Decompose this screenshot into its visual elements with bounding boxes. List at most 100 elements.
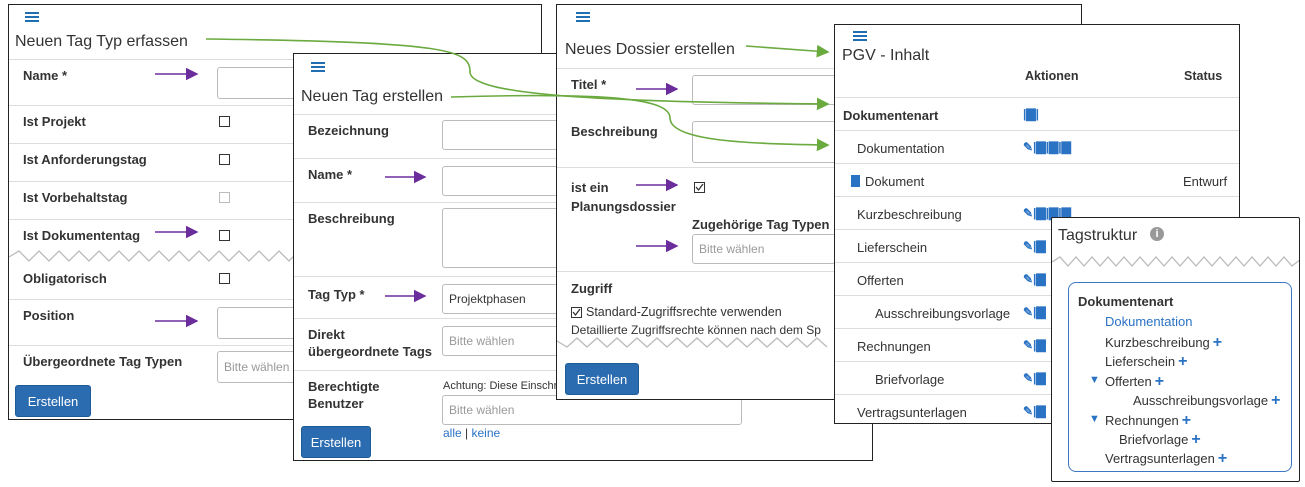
beschreibung-label: Beschreibung bbox=[308, 211, 395, 226]
planung-label: ist ein bbox=[571, 180, 609, 195]
table-row: Dokumentation ✎|▇|▇|▇ bbox=[835, 130, 1239, 164]
berechtigte-label: Berechtigte bbox=[308, 379, 380, 394]
create-button[interactable]: Erstellen bbox=[15, 385, 91, 417]
document-icon bbox=[851, 175, 860, 187]
create-button[interactable]: Erstellen bbox=[301, 426, 371, 458]
torn-edge bbox=[9, 250, 300, 262]
ist-anforderungstag-checkbox[interactable] bbox=[219, 154, 230, 165]
panel-title: Neuen Tag erstellen bbox=[301, 88, 444, 105]
ist-vorbehaltstag-label: Ist Vorbehaltstag bbox=[23, 190, 128, 205]
torn-edge bbox=[1052, 256, 1299, 267]
table-row: Lieferschein ✎|▇ bbox=[835, 229, 1239, 263]
row-label[interactable]: Vertragsunterlagen bbox=[857, 405, 967, 420]
direkt-label-2: übergeordnete Tags bbox=[308, 344, 433, 359]
row-actions[interactable]: ✎|▇ bbox=[1023, 305, 1046, 319]
col-status: Status bbox=[1184, 69, 1223, 83]
col-aktionen: Aktionen bbox=[1025, 69, 1079, 83]
ist-vorbehaltstag-checkbox[interactable] bbox=[219, 192, 230, 203]
table-row: Dokumentenart |▇| bbox=[835, 97, 1239, 131]
panel-title: PGV - Inhalt bbox=[842, 47, 930, 64]
torn-edge bbox=[557, 337, 828, 348]
add-icon[interactable]: + bbox=[1217, 450, 1228, 467]
tree-item[interactable]: Kurzbeschreibung+ bbox=[1105, 334, 1223, 351]
tree-item[interactable]: Ausschreibungsvorlage+ bbox=[1133, 392, 1281, 409]
obligatorisch-checkbox[interactable] bbox=[219, 273, 230, 284]
row-actions[interactable]: ✎|▇ bbox=[1023, 404, 1046, 418]
beschreibung-label: Beschreibung bbox=[571, 124, 658, 139]
standard-text: Standard-Zugriffsrechte verwenden bbox=[586, 305, 782, 319]
list-icon[interactable] bbox=[853, 31, 867, 43]
add-icon[interactable]: + bbox=[1181, 412, 1192, 429]
name-label: Name * bbox=[308, 167, 353, 182]
position-label: Position bbox=[23, 308, 75, 323]
tree-item[interactable]: Lieferschein+ bbox=[1105, 353, 1188, 370]
row-actions[interactable]: ✎|▇ bbox=[1023, 338, 1046, 352]
row-actions[interactable]: ✎|▇ bbox=[1023, 239, 1046, 253]
table-row: Kurzbeschreibung ✎|▇|▇|▇ bbox=[835, 196, 1239, 230]
tree-box bbox=[1068, 282, 1292, 472]
row-label[interactable]: Dokumentation bbox=[857, 141, 945, 156]
row-label[interactable]: Ausschreibungsvorlage bbox=[875, 306, 1011, 321]
add-icon[interactable]: + bbox=[1271, 392, 1281, 409]
ist-dokumententag-label: Ist Dokumententag bbox=[23, 228, 141, 243]
direkt-label: Direkt bbox=[308, 327, 345, 342]
list-icon[interactable] bbox=[25, 12, 39, 24]
row-label[interactable]: Rechnungen bbox=[857, 339, 931, 354]
row-label[interactable]: Dokumentenart bbox=[843, 108, 939, 123]
uebergeordnete-label: Übergeordnete Tag Typen bbox=[23, 354, 183, 369]
tree-item[interactable]: Offerten+ bbox=[1105, 373, 1165, 390]
warning-text: Achtung: Diese Einschrä bbox=[443, 380, 564, 392]
tree-item[interactable]: Dokumentation bbox=[1105, 314, 1193, 329]
row-actions[interactable]: ✎|▇|▇|▇ bbox=[1023, 140, 1071, 154]
table-row: Vertragsunterlagen ✎|▇ bbox=[835, 394, 1239, 423]
table-row: Briefvorlage ✎|▇ bbox=[835, 361, 1239, 395]
row-actions[interactable]: ✎|▇|▇|▇ bbox=[1023, 206, 1071, 220]
row-status: Entwurf bbox=[1183, 174, 1228, 189]
ist-dokumententag-checkbox[interactable] bbox=[219, 230, 230, 241]
add-icon[interactable]: + bbox=[1191, 431, 1201, 448]
list-icon[interactable] bbox=[576, 12, 590, 24]
panel-title: Tagstruktur bbox=[1058, 227, 1138, 244]
list-icon[interactable] bbox=[311, 62, 325, 74]
chevron-down-icon[interactable]: ▼ bbox=[1089, 413, 1100, 425]
chevron-down-icon[interactable]: ▼ bbox=[1089, 374, 1100, 386]
detail-text: Detaillierte Zugriffsrechte können nach … bbox=[571, 323, 821, 337]
row-label[interactable]: Lieferschein bbox=[857, 240, 928, 255]
add-icon[interactable]: + bbox=[1212, 334, 1223, 351]
standard-checkbox[interactable] bbox=[571, 307, 582, 318]
planung-label-2: Planungsdossier bbox=[571, 199, 676, 214]
link-keine[interactable]: keine bbox=[471, 426, 501, 440]
add-icon[interactable]: + bbox=[1154, 373, 1165, 390]
zugehoerige-label: Zugehörige Tag Typen bbox=[692, 217, 830, 232]
row-label[interactable]: Dokument bbox=[851, 174, 924, 189]
obligatorisch-label: Obligatorisch bbox=[23, 271, 107, 286]
berechtigte-select[interactable]: Bitte wählen bbox=[442, 395, 742, 425]
info-icon[interactable]: i bbox=[1150, 227, 1164, 241]
tree-item[interactable]: Vertragsunterlagen+ bbox=[1105, 450, 1228, 467]
tree-item[interactable]: Briefvorlage+ bbox=[1119, 431, 1201, 448]
row-label[interactable]: Briefvorlage bbox=[875, 372, 945, 387]
planung-checkbox[interactable] bbox=[694, 182, 705, 193]
row-label[interactable]: Offerten bbox=[857, 273, 904, 288]
row-label[interactable]: Kurzbeschreibung bbox=[857, 207, 962, 222]
tree-item[interactable]: Rechnungen+ bbox=[1105, 412, 1192, 429]
ist-anforderungstag-label: Ist Anforderungstag bbox=[23, 152, 147, 167]
table-row: Rechnungen ✎|▇ bbox=[835, 328, 1239, 362]
add-icon[interactable]: + bbox=[1178, 353, 1188, 370]
name-label: Name * bbox=[23, 68, 68, 83]
ist-projekt-checkbox[interactable] bbox=[219, 116, 230, 127]
create-button[interactable]: Erstellen bbox=[565, 363, 639, 395]
row-actions[interactable]: ✎|▇ bbox=[1023, 371, 1046, 385]
row-actions[interactable]: ✎|▇ bbox=[1023, 272, 1046, 286]
tree-item[interactable]: Dokumentenart bbox=[1078, 294, 1174, 309]
berechtigte-label-2: Benutzer bbox=[308, 396, 364, 411]
table-row: Offerten ✎|▇ bbox=[835, 262, 1239, 296]
table-row: Ausschreibungsvorlage ✎|▇ bbox=[835, 295, 1239, 329]
table-row: Dokument Entwurf bbox=[835, 163, 1239, 197]
link-alle[interactable]: alle bbox=[443, 426, 462, 440]
panel-title: Neues Dossier erstellen bbox=[565, 41, 735, 58]
bezeichnung-label: Bezeichnung bbox=[308, 123, 389, 138]
ist-projekt-label: Ist Projekt bbox=[23, 114, 86, 129]
row-actions[interactable]: |▇| bbox=[1023, 107, 1039, 121]
